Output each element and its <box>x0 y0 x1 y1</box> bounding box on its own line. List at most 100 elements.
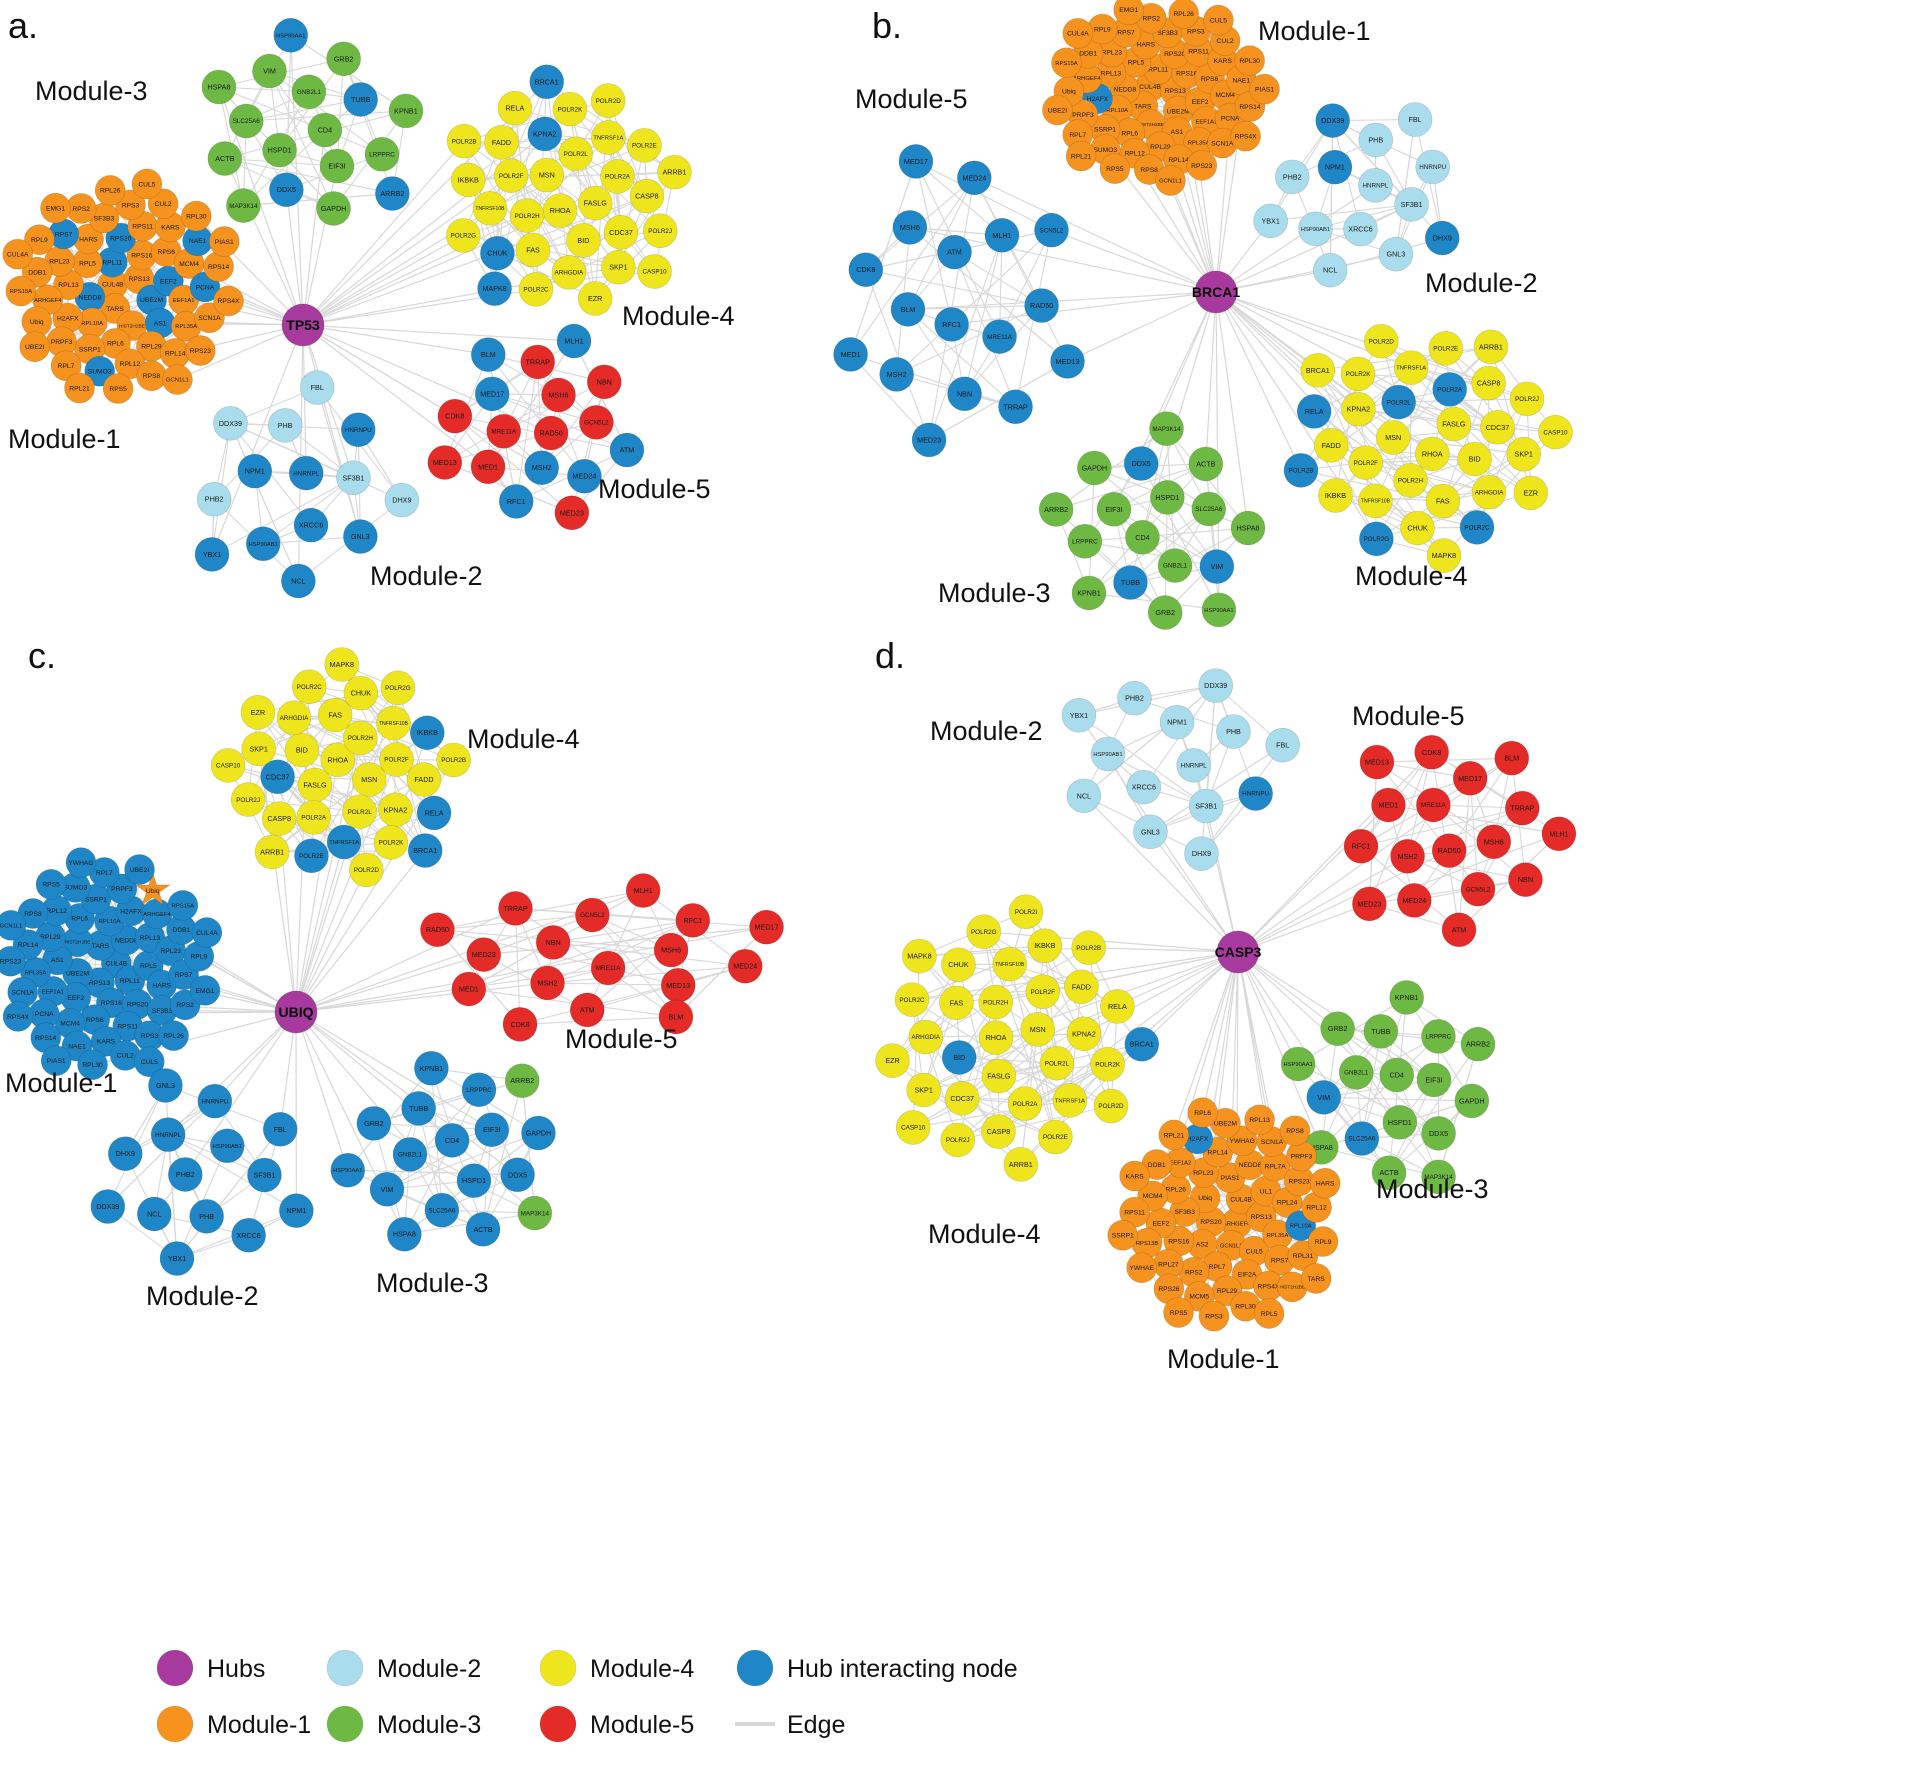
node-label: RPS23 <box>1289 1178 1310 1185</box>
node-circle <box>1459 510 1495 545</box>
node-polr2l: POLR2L <box>342 794 377 829</box>
node-label: CDC37 <box>609 228 633 237</box>
node-label: CASP8 <box>635 192 659 201</box>
edge <box>1149 831 1239 953</box>
node-label: CUL4B <box>1139 84 1161 91</box>
node-rps5: RPS5 <box>35 869 67 900</box>
node-label: POLR2H <box>348 735 374 742</box>
node-circle <box>1198 668 1234 703</box>
node-trrap: TRRAP <box>1505 790 1540 826</box>
node-label: MCM4 <box>1215 92 1235 99</box>
node-label: MLH1 <box>634 886 653 895</box>
node-circle <box>1265 727 1300 763</box>
edge <box>1055 428 1167 510</box>
node-casp8: CASP8 <box>981 1114 1016 1149</box>
node-circle <box>189 1199 224 1234</box>
node-circle <box>279 1193 314 1228</box>
node-hars: HARS <box>1309 1167 1341 1199</box>
node-label: RAD50 <box>426 925 449 934</box>
node-gnb2l1: GNB2L1 <box>392 1137 428 1172</box>
node-mlh1: MLH1 <box>625 873 661 908</box>
node-circle <box>1188 446 1224 482</box>
node-circle <box>0 945 26 977</box>
node-circle <box>102 373 134 404</box>
edge <box>285 189 304 326</box>
node-label: GNB2L1 <box>297 89 322 96</box>
node-sf3b1: SF3B1 <box>336 460 371 496</box>
node-label: EEF2 <box>160 278 177 285</box>
hub-tp53: TP53 <box>281 303 325 347</box>
label-layer: a.Module-3Module-4Module-1Module-2Module… <box>5 5 1538 1374</box>
node-label: EIF2A <box>1238 1272 1257 1279</box>
node-msh2: MSH2 <box>1390 838 1425 874</box>
node-label: SF3B1 <box>1195 802 1217 811</box>
node-label: UBE2I <box>1048 107 1067 114</box>
node-label: GCN5L2 <box>584 420 609 427</box>
node-hspd1: HSPD1 <box>456 1163 492 1198</box>
node-circle <box>1312 252 1348 288</box>
node-ddx39: DDX39 <box>1198 668 1234 703</box>
node-circle <box>24 224 55 256</box>
node-circle <box>498 484 534 519</box>
node-label: RPL9 <box>1315 1239 1332 1246</box>
node-circle <box>474 1112 510 1148</box>
node-circle <box>159 1241 195 1276</box>
node-nbn: NBN <box>1508 862 1543 897</box>
node-circle <box>1150 480 1185 515</box>
node-label: GNL3 <box>1141 827 1160 836</box>
node-msh2: MSH2 <box>530 965 565 1001</box>
node-label: KPNA2 <box>533 129 557 138</box>
node-label: RELA <box>1305 407 1324 416</box>
node-label: PCNA <box>1221 115 1240 122</box>
node-circle <box>1309 1167 1341 1199</box>
edge <box>1320 1035 1439 1148</box>
node-polr2c: POLR2C <box>518 272 554 307</box>
node-nbn: NBN <box>947 376 982 412</box>
node-mapk8: MAPK8 <box>1426 538 1462 573</box>
node-circle <box>414 1050 449 1086</box>
node-label: SF3B1 <box>1401 200 1423 209</box>
node-circle <box>486 413 522 449</box>
node-circle <box>2 238 34 270</box>
module-label: Module-1 <box>1167 1344 1280 1374</box>
node-kpnb1: KPNB1 <box>1389 980 1424 1015</box>
node-circle <box>407 833 443 868</box>
node-circle <box>1064 969 1099 1005</box>
node-label: ACTB <box>1379 1168 1398 1177</box>
node-circle <box>1071 930 1106 965</box>
node-label: HSP90AA1 <box>276 33 305 39</box>
node-circle <box>578 185 613 221</box>
node-circle <box>1396 883 1432 918</box>
panel-letter: a. <box>8 5 38 46</box>
node-circle <box>966 914 1002 949</box>
edge <box>295 1011 349 1171</box>
hub-brca1: BRCA1 <box>1192 270 1240 314</box>
node-hnrnpl: HNRNPL <box>1358 168 1393 203</box>
node-med13: MED13 <box>1050 344 1085 379</box>
node-label: BRCA1 <box>1130 1040 1154 1049</box>
node-label: CASP8 <box>1477 379 1501 388</box>
node-label: NAE1 <box>68 1043 86 1050</box>
edge <box>915 160 1052 231</box>
node-label: ARRB2 <box>510 1076 534 1085</box>
node-msh2: MSH2 <box>524 450 560 486</box>
node-circle <box>600 159 635 194</box>
edge <box>184 1011 297 1175</box>
node-gnl3: GNL3 <box>148 1068 183 1103</box>
node-polr2b: POLR2B <box>1283 453 1319 488</box>
node-actb: ACTB <box>1188 446 1224 482</box>
node-kpna2: KPNA2 <box>1341 391 1376 427</box>
node-circle <box>875 1043 910 1078</box>
edge <box>295 759 339 1013</box>
node-label: RPS5 <box>109 386 127 393</box>
node-label: UBE2M <box>140 297 163 304</box>
node-rpl5: RPL5 <box>1253 1298 1285 1329</box>
node-label: HSPA8 <box>1237 524 1260 533</box>
node-circle <box>343 519 378 554</box>
edge <box>591 914 677 1018</box>
node-circle <box>940 1122 976 1158</box>
node-label: MSH6 <box>1484 837 1504 846</box>
node-circle <box>1099 153 1131 184</box>
node-label: YWHAE <box>1129 1265 1154 1272</box>
node-label: CHUK <box>351 689 372 698</box>
